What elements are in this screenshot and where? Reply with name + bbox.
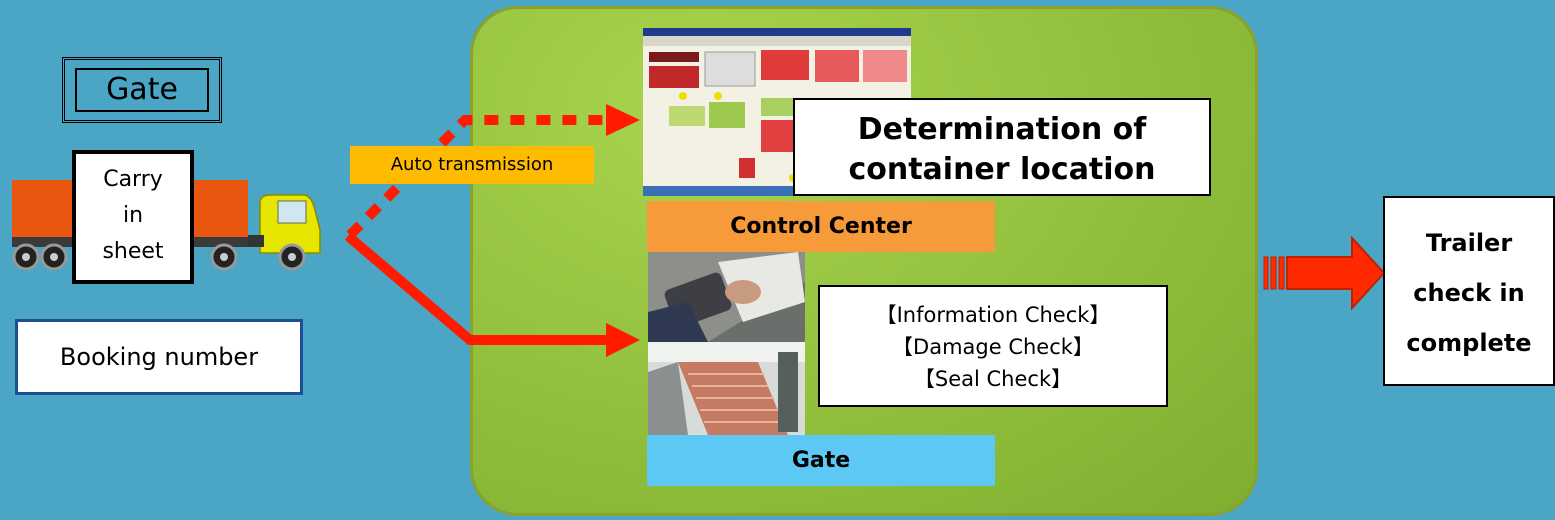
gate-lane-photo — [648, 342, 805, 435]
complete-line: Trailer — [1425, 229, 1513, 257]
auto-transmission-label: Auto transmission — [350, 146, 594, 184]
carry-sheet-line: in — [122, 203, 144, 228]
determination-line: Determination of — [857, 112, 1147, 147]
complete-line: check in — [1413, 279, 1525, 307]
check-item: 【Damage Check】 — [892, 335, 1094, 359]
gate-title-label: Gate — [75, 68, 209, 112]
booking-number-box: Booking number — [15, 319, 303, 395]
trailer-check-in-complete-box: Trailer check in complete — [1383, 196, 1555, 386]
gate-title-box: Gate — [62, 57, 222, 123]
complete-line: complete — [1406, 329, 1532, 357]
control-center-label: Control Center — [647, 201, 995, 252]
check-item: 【Information Check】 — [875, 303, 1111, 327]
completion-arrow — [1263, 235, 1386, 311]
check-list-box: 【Information Check】 【Damage Check】 【Seal… — [818, 285, 1168, 407]
determination-box: Determination of container location — [793, 98, 1211, 196]
carry-in-sheet: Carry in sheet — [72, 150, 194, 284]
carry-sheet-line: Carry — [103, 167, 163, 192]
carry-sheet-line: sheet — [102, 239, 164, 264]
check-item: 【Seal Check】 — [913, 367, 1073, 391]
gate-label: Gate — [647, 435, 995, 486]
information-check-photo — [648, 252, 805, 342]
determination-line: container location — [848, 152, 1156, 187]
